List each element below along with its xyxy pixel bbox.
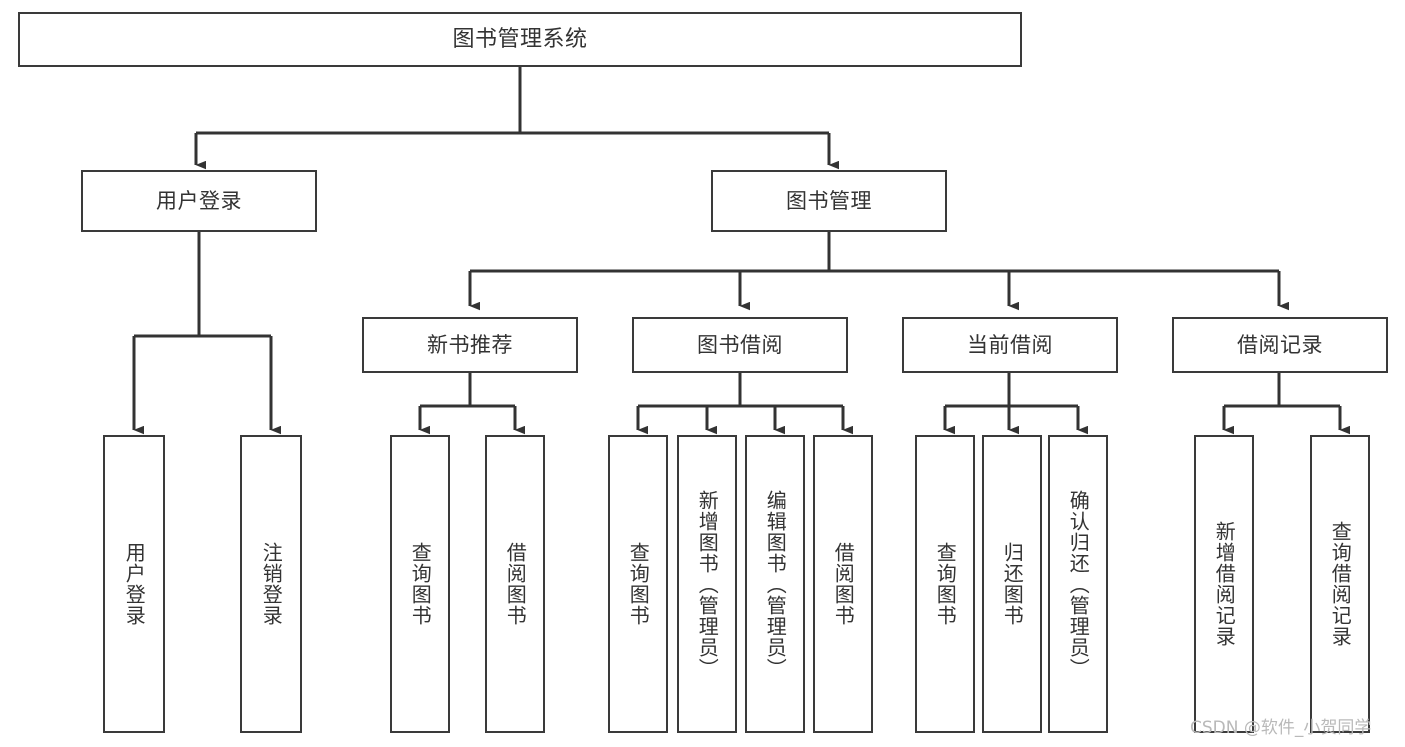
node-leaf-query-book-2-label: 查询图书 [626, 542, 651, 626]
node-leaf-query-book-3-label: 查询图书 [933, 542, 958, 626]
node-leaf-borrow-book-1-label: 借阅图书 [503, 542, 528, 626]
node-leaf-edit-book-label: 编辑图书（管理员） [763, 489, 788, 679]
node-leaf-confirm-return-label: 确认归还（管理员） [1066, 489, 1091, 679]
node-root-label: 图书管理系统 [452, 26, 588, 52]
node-leaf-add-book[interactable]: 新增图书（管理员） [677, 435, 737, 733]
node-user-login[interactable]: 用户登录 [81, 170, 317, 232]
node-current-borrow-label: 当前借阅 [967, 332, 1053, 357]
node-new-book-recommend[interactable]: 新书推荐 [362, 317, 578, 373]
node-leaf-query-book-1-label: 查询图书 [408, 542, 433, 626]
node-leaf-add-book-label: 新增图书（管理员） [695, 489, 720, 679]
node-leaf-query-book-1[interactable]: 查询图书 [390, 435, 450, 733]
node-book-borrow[interactable]: 图书借阅 [632, 317, 848, 373]
node-leaf-add-record[interactable]: 新增借阅记录 [1194, 435, 1254, 733]
node-book-borrow-label: 图书借阅 [697, 332, 783, 357]
node-leaf-user-logout-label: 注销登录 [259, 542, 284, 626]
node-current-borrow[interactable]: 当前借阅 [902, 317, 1118, 373]
node-leaf-return-book-label: 归还图书 [1000, 542, 1025, 626]
node-leaf-query-book-3[interactable]: 查询图书 [915, 435, 975, 733]
node-leaf-query-book-2[interactable]: 查询图书 [608, 435, 668, 733]
node-new-book-recommend-label: 新书推荐 [427, 332, 513, 357]
watermark: CSDN @软件_小贺同学 [1190, 718, 1372, 738]
node-book-management-label: 图书管理 [786, 188, 872, 213]
node-leaf-borrow-book-2-label: 借阅图书 [831, 542, 856, 626]
node-leaf-user-login[interactable]: 用户登录 [103, 435, 165, 733]
node-leaf-borrow-book-1[interactable]: 借阅图书 [485, 435, 545, 733]
node-leaf-query-record-label: 查询借阅记录 [1328, 521, 1353, 647]
node-leaf-query-record[interactable]: 查询借阅记录 [1310, 435, 1370, 733]
node-leaf-edit-book[interactable]: 编辑图书（管理员） [745, 435, 805, 733]
node-leaf-add-record-label: 新增借阅记录 [1212, 521, 1237, 647]
node-leaf-user-login-label: 用户登录 [122, 542, 147, 626]
node-borrow-record[interactable]: 借阅记录 [1172, 317, 1388, 373]
node-leaf-return-book[interactable]: 归还图书 [982, 435, 1042, 733]
node-leaf-user-logout[interactable]: 注销登录 [240, 435, 302, 733]
node-root[interactable]: 图书管理系统 [18, 12, 1022, 67]
node-leaf-confirm-return[interactable]: 确认归还（管理员） [1048, 435, 1108, 733]
node-book-management[interactable]: 图书管理 [711, 170, 947, 232]
node-leaf-borrow-book-2[interactable]: 借阅图书 [813, 435, 873, 733]
node-user-login-label: 用户登录 [156, 188, 242, 213]
node-borrow-record-label: 借阅记录 [1237, 332, 1323, 357]
